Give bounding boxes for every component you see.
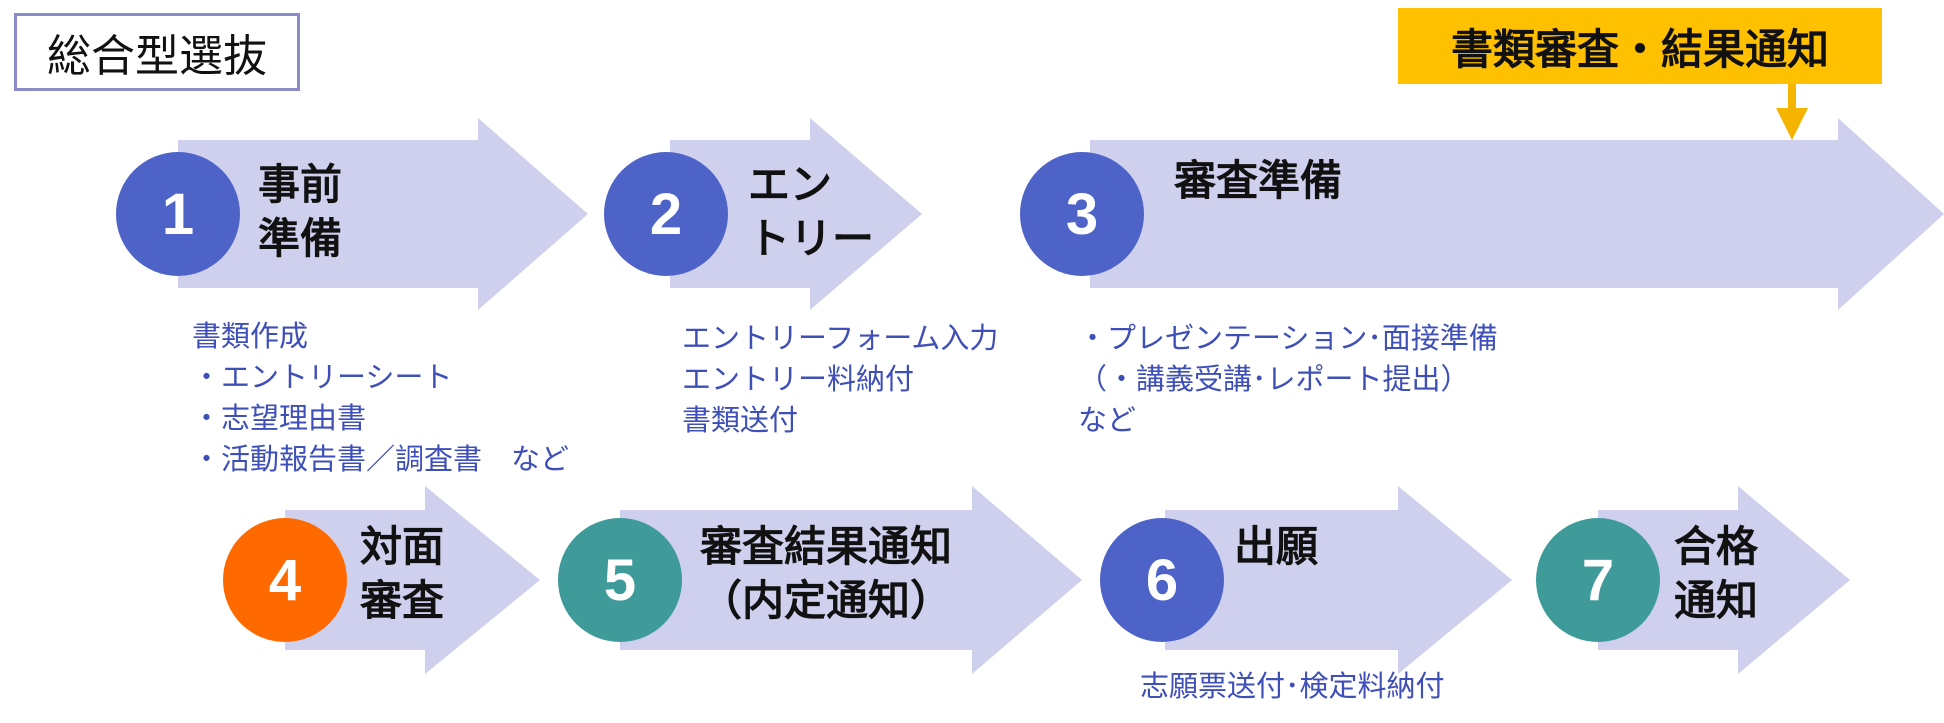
step-3-title-line: 審査準備 [1174,156,1343,205]
step-2-description-line: 書類送付 [682,403,799,437]
step-4-title: 対面 審査 [360,520,444,628]
callout-arrow-stem [1788,84,1796,110]
step-1-description-line: 書類作成 [192,319,309,353]
step-6-title-line: 出願 [1234,522,1319,571]
step-2-description-line: エントリーフォーム入力 [682,321,999,355]
step-6-circle [1100,518,1224,642]
step-2-description: エントリーフォーム入力 エントリー料納付 書類送付 [682,318,998,441]
step-3-number: 3 [1066,182,1098,247]
step-7-title-line: 合格 [1674,522,1759,571]
step-7-title: 合格 通知 [1674,520,1758,628]
step-3-description: ・プレゼンテーション･面接準備 （・講義受講･レポート提出） など [1078,318,1498,441]
step-6-badge: 6 [1100,518,1224,642]
step-4-title-line: 審査 [360,576,445,625]
step-6-description-line: 志願票送付･検定料納付 [1140,669,1445,703]
step-5-arrow [620,486,1082,674]
step-5-title-line: 審査結果通知 [700,522,953,571]
page-title: 総合型選抜 [14,13,300,91]
step-3-title: 審査準備 [1174,154,1342,208]
step-7-circle [1536,518,1660,642]
step-4-badge: 4 [223,518,347,642]
step-5-title: 審査結果通知 （内定通知） [700,520,952,628]
step-2-number: 2 [650,182,682,247]
step-2-title-line: トリー [748,214,875,263]
step-6-description: 志願票送付･検定料納付 [1140,666,1445,707]
step-3-description-line: など [1078,403,1137,437]
step-4-arrow [285,486,540,674]
step-7-number: 7 [1582,548,1614,613]
step-1-title: 事前 準備 [258,158,342,266]
step-2-arrow [670,118,922,310]
step-1-description-line: ・志望理由書 [192,401,367,435]
step-7-arrow [1598,486,1850,674]
step-1-badge: 1 [116,152,240,276]
step-3-arrow [1090,118,1944,310]
step-6-number: 6 [1146,548,1178,613]
step-1-title-line: 事前 [258,160,343,209]
step-3-description-line: （・講義受講･レポート提出） [1078,362,1470,396]
step-1-description-line: ・活動報告書／調査書 など [192,442,570,476]
document-review-callout: 書類審査・結果通知 [1398,8,1882,84]
step-5-badge: 5 [558,518,682,642]
step-4-circle [223,518,347,642]
step-3-description-line: ・プレゼンテーション･面接準備 [1078,321,1498,355]
step-2-description-line: エントリー料納付 [682,362,915,396]
step-6-title: 出願 [1234,520,1318,574]
step-5-title-line: （内定通知） [700,576,953,625]
step-6-arrow [1165,486,1512,674]
step-4-number: 4 [269,548,301,613]
callout-arrow-head [1776,108,1808,140]
step-5-circle [558,518,682,642]
step-2-badge: 2 [604,152,728,276]
step-3-circle [1020,152,1144,276]
step-4-title-line: 対面 [360,522,445,571]
step-2-title-line: エン [748,160,833,209]
step-1-title-line: 準備 [258,214,343,263]
step-7-badge: 7 [1536,518,1660,642]
step-1-description: 書類作成 ・エントリーシート ・志望理由書 ・活動報告書／調査書 など [192,316,569,480]
step-1-description-line: ・エントリーシート [192,360,453,394]
step-1-number: 1 [162,182,194,247]
step-2-title: エン トリー [748,158,874,266]
step-1-arrow [178,118,588,310]
step-2-circle [604,152,728,276]
step-1-circle [116,152,240,276]
step-7-title-line: 通知 [1674,576,1759,625]
step-3-badge: 3 [1020,152,1144,276]
step-5-number: 5 [604,548,636,613]
